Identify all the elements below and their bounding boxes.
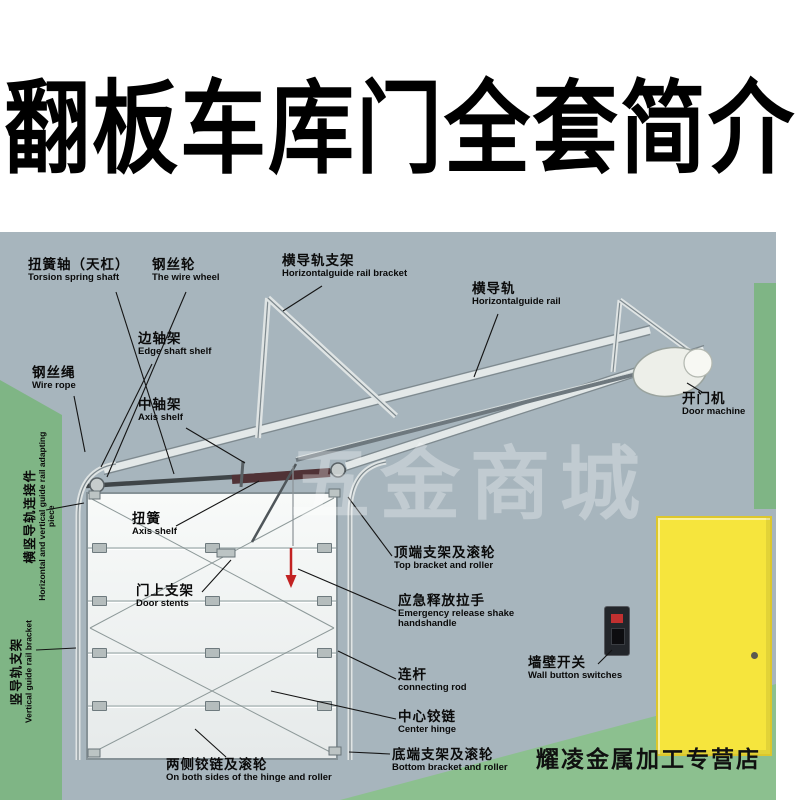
label-zh: 横导轨支架	[282, 253, 355, 268]
yellow-entry-door	[656, 516, 772, 756]
label-en: Wall button switches	[528, 669, 623, 681]
label-zh: 底端支架及滚轮	[392, 747, 494, 762]
label-horizontal-guide-rail: 横导轨 Horizontalguide rail	[472, 281, 561, 307]
side-hinge	[317, 595, 332, 606]
center-hinge	[205, 595, 220, 606]
door-knob	[751, 652, 758, 659]
page-title: 翻板车库门全套简介	[4, 73, 796, 187]
label-door-stents: 门上支架 Door stents	[136, 583, 194, 609]
label-en: Horizontalguide rail bracket	[282, 267, 408, 279]
left-green-wall	[0, 380, 62, 800]
center-hinge	[205, 648, 220, 659]
label-edge-shaft-shelf: 边轴架 Edge shaft shelf	[138, 331, 212, 357]
label-zh: 墙壁开关	[528, 655, 586, 670]
right-green-wall	[754, 283, 776, 509]
label-en: connecting rod	[398, 681, 467, 693]
label-en: Door stents	[136, 597, 189, 609]
label-zh: 中心铰链	[398, 709, 456, 724]
label-rail-adapting-piece: 横竖导轨连接件 Horizontal and vertical guide ra…	[22, 428, 56, 604]
label-en: On both sides of the hinge and roller	[166, 771, 332, 783]
label-zh: 横导轨	[472, 281, 516, 296]
label-top-bracket-roller: 顶端支架及滚轮 Top bracket and roller	[394, 545, 496, 571]
side-hinge	[317, 648, 332, 659]
label-wire-rope: 钢丝绳 Wire rope	[32, 365, 76, 391]
label-torsion-spring-shaft: 扭簧轴（天杠） Torsion spring shaft	[28, 257, 130, 283]
side-hinge	[317, 542, 332, 553]
label-zh: 扭簧	[132, 511, 161, 526]
switch-red-button	[611, 614, 623, 623]
store-name: 耀凌金属加工专营店	[536, 746, 761, 772]
label-side-hinges-rollers: 两侧铰链及滚轮 On both sides of the hinge and r…	[166, 757, 332, 783]
label-connecting-rod: 连杆 connecting rod	[398, 667, 467, 693]
label-center-hinge: 中心铰链 Center hinge	[398, 709, 457, 735]
center-hinge	[205, 701, 220, 712]
label-zh: 钢丝绳	[32, 365, 76, 380]
label-emergency-release: 应急释放拉手 Emergency release shake handshand…	[398, 593, 524, 630]
label-en: Door machine	[682, 405, 746, 417]
center-hinge	[205, 542, 220, 553]
label-zh: 两侧铰链及滚轮	[166, 757, 268, 772]
label-wire-wheel: 钢丝轮 The wire wheel	[152, 257, 220, 283]
label-en: Bottom bracket and roller	[392, 761, 508, 773]
label-en: Edge shaft shelf	[138, 345, 212, 357]
label-torsion-spring: 扭簧 Axis shelf	[132, 511, 177, 537]
label-zh: 边轴架	[138, 331, 182, 346]
label-zh: 应急释放拉手	[398, 593, 485, 608]
label-en: The wire wheel	[152, 271, 220, 283]
side-hinge	[92, 542, 107, 553]
label-zh: 中轴架	[138, 397, 182, 412]
label-zh: 开门机	[682, 391, 726, 406]
label-vertical-guide-rail-bracket: 竖导轨支架 Vertical guide rail bracket	[9, 592, 34, 752]
label-zh: 钢丝轮	[152, 257, 196, 272]
label-zh: 顶端支架及滚轮	[394, 545, 496, 560]
label-zh: 横竖导轨连接件	[22, 468, 37, 564]
label-en: Vertical guide rail bracket	[23, 620, 34, 724]
side-hinge	[92, 648, 107, 659]
side-hinge	[92, 701, 107, 712]
label-en: Emergency release shake handshandle	[398, 607, 515, 630]
label-axis-shelf: 中轴架 Axis shelf	[138, 397, 183, 423]
switch-dark-button	[611, 628, 625, 645]
side-hinge	[92, 595, 107, 606]
label-en: Wire rope	[32, 379, 76, 391]
label-zh: 扭簧轴（天杠）	[28, 257, 130, 272]
label-en: Torsion spring shaft	[28, 271, 120, 283]
label-bottom-bracket-roller: 底端支架及滚轮 Bottom bracket and roller	[392, 747, 508, 773]
label-en: Top bracket and roller	[394, 559, 494, 571]
label-wall-switch: 墙壁开关 Wall button switches	[528, 655, 623, 681]
wall-button-switch	[604, 606, 630, 656]
label-zh: 门上支架	[136, 583, 194, 598]
label-horizontal-guide-rail-bracket: 横导轨支架 Horizontalguide rail bracket	[282, 253, 408, 279]
label-zh: 连杆	[398, 667, 427, 682]
label-en: Horizontal and vertical guide rail adapt…	[36, 431, 56, 601]
watermark-text: 五金商城	[290, 440, 650, 529]
label-en: Axis shelf	[138, 411, 183, 423]
label-en: Center hinge	[398, 723, 457, 735]
label-en: Axis shelf	[132, 525, 177, 537]
side-hinge	[317, 701, 332, 712]
label-zh: 竖导轨支架	[9, 637, 24, 706]
label-door-machine: 开门机 Door machine	[682, 391, 746, 417]
label-en: Horizontalguide rail	[472, 295, 561, 307]
